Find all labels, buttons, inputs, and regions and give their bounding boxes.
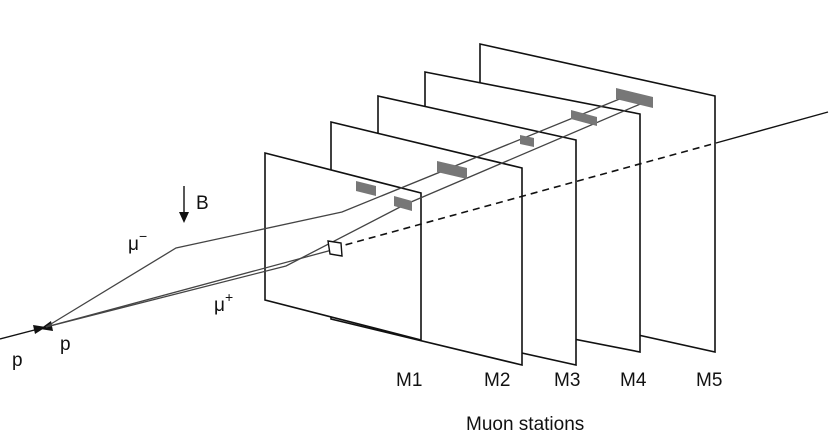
station-label-m3: M3 (554, 370, 580, 391)
mu-plus-track (45, 101, 646, 328)
hit-pad-m5 (616, 88, 653, 108)
mu-minus-sign: − (139, 228, 147, 244)
mu-minus-label: μ− (128, 228, 147, 255)
hit-pad-m2 (437, 161, 467, 179)
beam-line-right (715, 111, 829, 144)
hit-pad-m1-minus (356, 181, 376, 196)
mu-plus-sign: + (225, 289, 233, 305)
proton-right-label: p (60, 334, 71, 355)
hit-pad-m3 (520, 135, 534, 147)
hit-pad-m1-plus (394, 196, 412, 211)
mu-plus-base: μ (214, 295, 225, 316)
station-label-m1: M1 (396, 370, 422, 391)
beam-entry-marker (327, 240, 343, 257)
stations-caption: Muon stations (466, 414, 584, 435)
station-label-m5: M5 (696, 370, 722, 391)
mu-minus-track (45, 97, 623, 328)
field-label: B (196, 193, 209, 214)
proton-left-label: p (12, 350, 23, 371)
station-plane-m1 (264, 151, 422, 342)
proton-recoil-track (45, 249, 333, 328)
hit-pad-m4 (571, 110, 597, 126)
mu-plus-label: μ+ (214, 289, 233, 316)
station-label-m2: M2 (484, 370, 510, 391)
field-arrow-head (179, 212, 189, 223)
beam-line-dashed (333, 142, 717, 249)
mu-minus-base: μ (128, 234, 139, 255)
station-label-m4: M4 (620, 370, 647, 391)
